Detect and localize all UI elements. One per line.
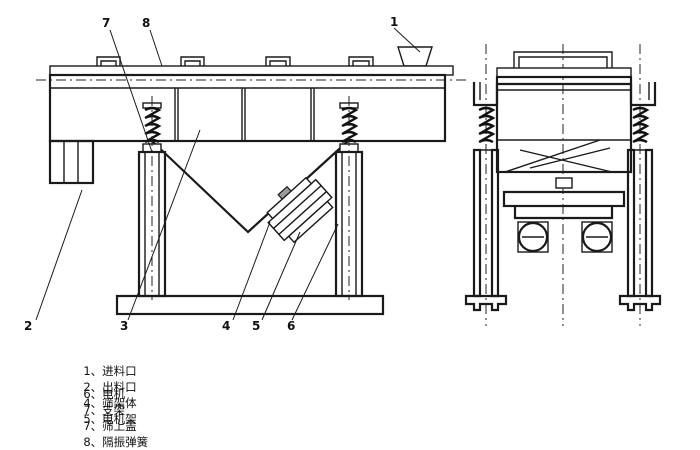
callout-6: 6 — [287, 319, 295, 333]
support-column-right — [334, 96, 364, 300]
legend-item-1: 1、进料口 — [83, 364, 137, 378]
top-handles — [96, 56, 374, 66]
legend-item-4: 4、筛架体 — [83, 396, 137, 410]
screen-cover — [49, 65, 454, 76]
callout-4: 4 — [222, 319, 230, 333]
front-view — [36, 46, 468, 316]
callout-2: 2 — [24, 319, 32, 333]
screen-body — [48, 73, 447, 143]
callouts: 7 8 1 2 3 4 5 6 — [24, 15, 398, 333]
callout-7: 7 — [102, 16, 110, 30]
screen-diagram: 7 8 1 2 3 4 5 6 — [24, 15, 662, 333]
callout-8: 8 — [142, 16, 150, 30]
feed-inlet — [397, 46, 433, 67]
side-view — [464, 44, 662, 326]
legend-item-7a: 7、支架 — [83, 403, 126, 417]
callout-1: 1 — [390, 15, 398, 29]
base-plate — [115, 294, 385, 316]
side-motor-right — [581, 221, 613, 253]
callout-5: 5 — [252, 319, 260, 333]
legend-item-8: 8、隔振弹簧 — [83, 435, 149, 449]
vibration-motor — [266, 176, 334, 244]
legend-row-2: 6、电机 7、支架 7、筛上盖 8、隔振弹簧 — [76, 372, 173, 450]
leader-lines — [35, 27, 421, 321]
discharge-outlet — [48, 139, 95, 185]
side-motor-left — [517, 221, 549, 253]
legend-item-2: 2、出料口 — [83, 380, 137, 394]
legend-item-6: 6、电机 — [83, 387, 126, 401]
legend-item-7b: 7、筛上盖 — [83, 419, 137, 433]
callout-3: 3 — [120, 319, 128, 333]
